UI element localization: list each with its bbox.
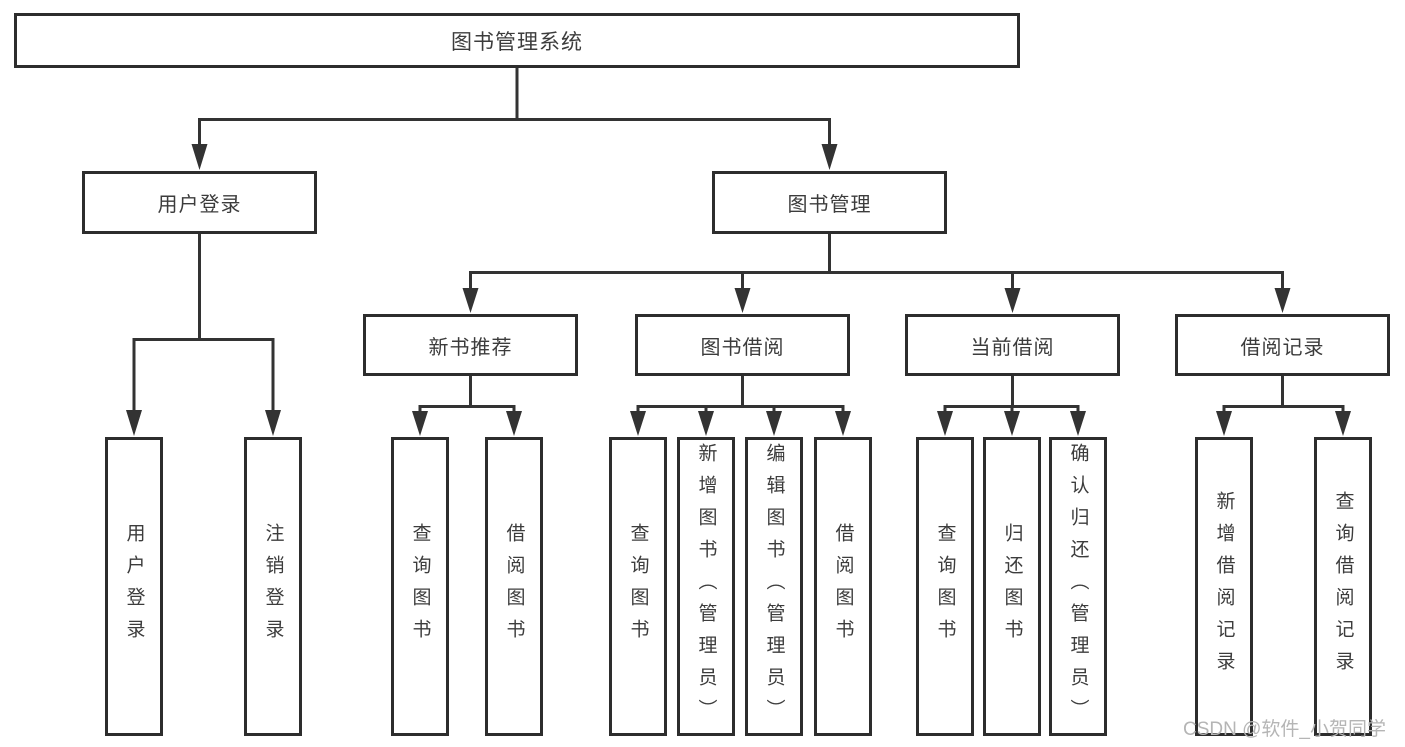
leaf-confirm-return-admin: 确认归还（管理员） <box>1049 437 1107 736</box>
leaf-user-login: 用户登录 <box>105 437 163 736</box>
leaf-borrow-books-label: 借阅图书 <box>832 522 854 651</box>
node-book-management-label: 图书管理 <box>787 194 872 216</box>
leaf-borrow-books-recommend: 借阅图书 <box>485 437 543 736</box>
leaf-query-borrow-record: 查询借阅记录 <box>1314 437 1372 736</box>
leaf-return-books: 归还图书 <box>983 437 1041 736</box>
leaf-query-borrow-record-label: 查询借阅记录 <box>1332 490 1354 683</box>
leaf-edit-book-admin-label: 编辑图书（管理员） <box>763 442 785 731</box>
node-root: 图书管理系统 <box>14 13 1020 68</box>
leaf-query-books-current: 查询图书 <box>916 437 974 736</box>
leaf-user-login-label: 用户登录 <box>123 522 145 651</box>
leaf-logout-label: 注销登录 <box>262 522 284 651</box>
leaf-query-books-current-label: 查询图书 <box>934 522 956 651</box>
watermark: CSDN @软件_小贺同学 <box>1183 719 1386 740</box>
leaf-query-books-borrow: 查询图书 <box>609 437 667 736</box>
node-borrow-records-label: 借阅记录 <box>1240 336 1325 359</box>
node-root-label: 图书管理系统 <box>451 30 583 54</box>
leaf-query-books-borrow-label: 查询图书 <box>627 522 649 651</box>
leaf-add-book-admin-label: 新增图书（管理员） <box>695 442 717 731</box>
leaf-edit-book-admin: 编辑图书（管理员） <box>745 437 803 736</box>
node-user-login-label: 用户登录 <box>157 194 242 216</box>
node-new-book-recommend-label: 新书推荐 <box>428 336 513 359</box>
node-new-book-recommend: 新书推荐 <box>363 314 578 376</box>
node-user-login: 用户登录 <box>82 171 317 234</box>
node-current-borrow: 当前借阅 <box>905 314 1120 376</box>
node-borrow-records: 借阅记录 <box>1175 314 1390 376</box>
leaf-confirm-return-admin-label: 确认归还（管理员） <box>1067 442 1089 731</box>
leaf-return-books-label: 归还图书 <box>1001 522 1023 651</box>
leaf-query-books-recommend: 查询图书 <box>391 437 449 736</box>
leaf-logout: 注销登录 <box>244 437 302 736</box>
node-current-borrow-label: 当前借阅 <box>970 336 1055 359</box>
leaf-query-books-recommend-label: 查询图书 <box>409 522 431 651</box>
leaf-borrow-books: 借阅图书 <box>814 437 872 736</box>
leaf-add-borrow-record-label: 新增借阅记录 <box>1213 490 1235 683</box>
node-book-management: 图书管理 <box>712 171 947 234</box>
node-book-borrow: 图书借阅 <box>635 314 850 376</box>
node-book-borrow-label: 图书借阅 <box>700 336 785 359</box>
leaf-add-book-admin: 新增图书（管理员） <box>677 437 735 736</box>
leaf-borrow-books-recommend-label: 借阅图书 <box>503 522 525 651</box>
leaf-add-borrow-record: 新增借阅记录 <box>1195 437 1253 736</box>
